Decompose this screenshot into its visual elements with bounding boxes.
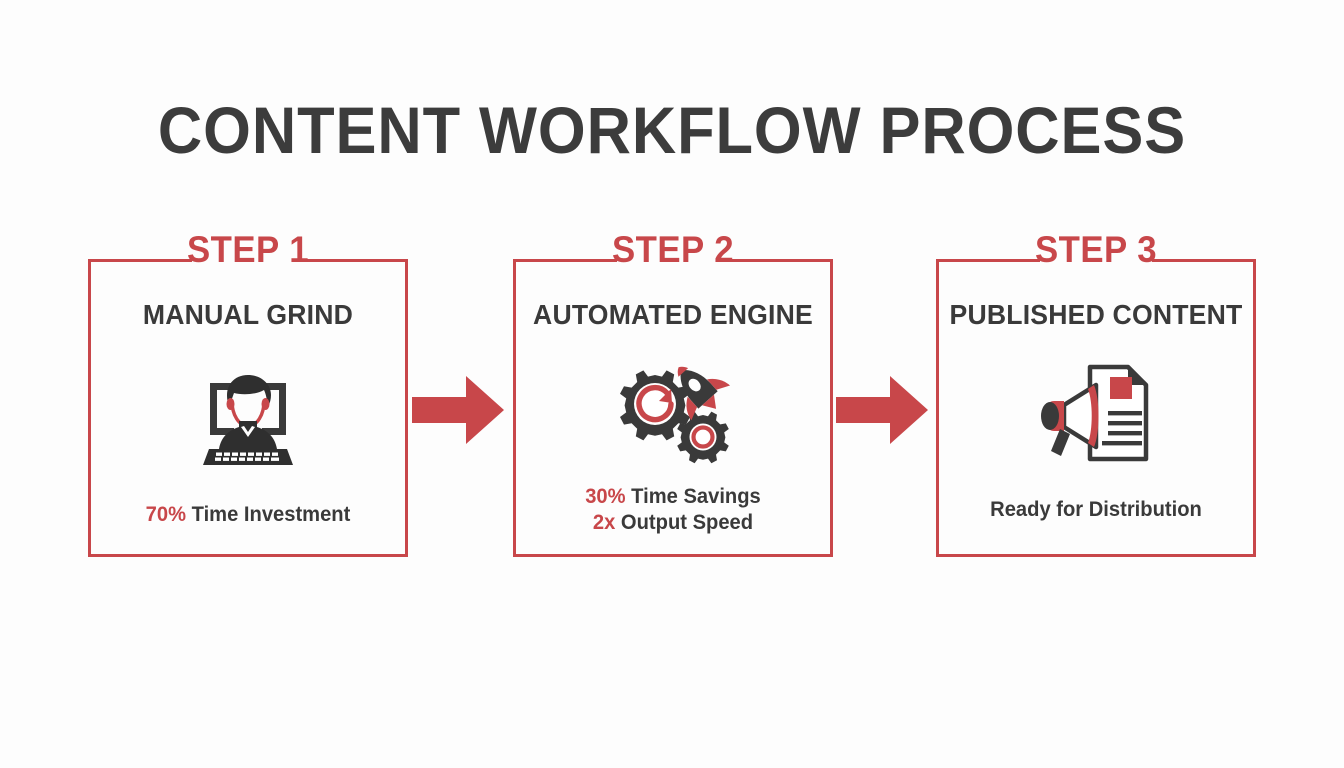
right-arrow-icon: [412, 376, 504, 444]
card-border-bottom: [88, 554, 408, 557]
card-border-top-left: [513, 259, 617, 262]
stat-value: 70%: [145, 503, 187, 526]
card-border-left: [936, 259, 939, 557]
stat-value: 2x: [592, 511, 616, 535]
card-border-right: [1253, 259, 1256, 557]
page-title: CONTENT WORKFLOW PROCESS: [157, 93, 1187, 167]
card-border-left: [513, 259, 516, 557]
card-border-top-right: [1152, 259, 1256, 262]
step-title-1: MANUAL GRIND: [142, 299, 354, 330]
megaphone-document-icon: [1041, 364, 1149, 461]
step-card-3[interactable]: STEP 3 PUBLISHED CONTENT: [936, 229, 1256, 557]
step-card-1[interactable]: STEP 1 MANUAL GRIND: [88, 229, 408, 557]
stat-line: 2x Output Speed: [519, 510, 826, 536]
card-border-top-right: [729, 259, 833, 262]
step-label-2: STEP 2: [611, 229, 735, 270]
right-arrow-icon: [836, 376, 928, 444]
step-title-3: PUBLISHED CONTENT: [949, 299, 1243, 330]
gears-rocket-icon: [620, 366, 731, 464]
card-border-bottom: [513, 554, 833, 557]
stat-value: 30%: [585, 485, 626, 508]
stat-label: Ready for Distribution: [990, 498, 1202, 521]
step-label-3: STEP 3: [1034, 229, 1158, 270]
card-border-top-left: [936, 259, 1040, 262]
step-stats-3: Ready for Distribution: [936, 497, 1256, 523]
step-stats-2: 30% Time Savings 2x Output Speed: [513, 484, 833, 536]
step-icon-1-wrap: [88, 353, 408, 473]
stat-line: 30% Time Savings: [519, 484, 826, 510]
stat-label: Time Savings: [631, 485, 761, 508]
arrow-step1-to-step2: [412, 376, 504, 444]
step-stats-1: 70% Time Investment: [88, 502, 408, 528]
step-label-1: STEP 1: [186, 229, 310, 270]
steps-row: STEP 1 MANUAL GRIND: [0, 229, 1344, 559]
card-border-top-left: [88, 259, 192, 262]
step-icon-3-wrap: [936, 353, 1256, 473]
stat-line: 70% Time Investment: [94, 502, 401, 528]
card-border-right: [830, 259, 833, 557]
person-at-computer-icon: [203, 375, 293, 465]
step-title-2: AUTOMATED ENGINE: [533, 299, 813, 330]
step-icon-2-wrap: [513, 353, 833, 473]
stat-label: Time Investment: [191, 503, 351, 526]
step-card-2[interactable]: STEP 2 AUTOMATED ENGINE: [513, 229, 833, 557]
card-border-top-right: [304, 259, 408, 262]
card-border-left: [88, 259, 91, 557]
arrow-step2-to-step3: [836, 376, 928, 444]
card-border-right: [405, 259, 408, 557]
stat-label: Output Speed: [620, 511, 754, 535]
stat-line: Ready for Distribution: [942, 497, 1249, 523]
card-border-bottom: [936, 554, 1256, 557]
